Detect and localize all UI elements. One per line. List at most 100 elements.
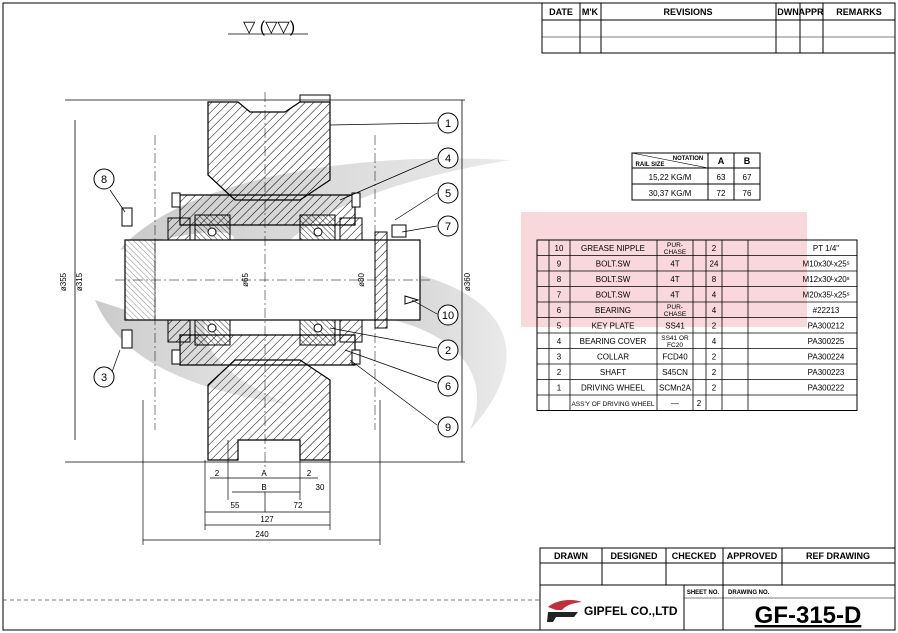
svg-text:6: 6 [445,381,451,393]
tb-ref-drawing: REF DRAWING [806,551,870,561]
dim-a: A [261,469,267,478]
revisions-table: DATE M'K REVISIONS DWN APPR REMARKS [541,2,896,54]
part-qty: 4 [712,337,717,346]
svg-text:7: 7 [445,221,451,233]
part-qty: 4 [712,290,717,299]
part-material-line2: CHASE [664,311,687,318]
tb-designed: DESIGNED [610,551,658,561]
part-name: ASS'Y OF DRIVING WHEEL [571,401,654,408]
dim-55: 55 [231,501,240,510]
part-name: BEARING [595,306,631,315]
tb-checked: CHECKED [672,551,717,561]
part-no: 10 [555,244,564,253]
rev-header-mk: M'K [582,7,599,17]
dim-2-left: 2 [215,469,220,478]
part-ref: PA300223 [808,368,845,377]
rev-header-remarks: REMARKS [836,7,882,17]
notation-col-a: A [718,156,725,166]
rev-header-date: DATE [549,7,573,17]
part-material: PUR- [667,304,683,311]
surface-finish-symbol: ▽ (▽▽) [243,19,295,36]
part-qty: 2 [712,321,717,330]
balloon-2: 2 [437,339,459,361]
part-material: PUR- [667,242,683,249]
svg-text:1: 1 [445,118,451,130]
dim-127: 127 [260,515,274,524]
parts-row: 6 BEARING PUR-CHASE 4 #22213 [557,304,840,318]
balloon-7: 7 [437,215,459,237]
part-no: 9 [557,259,562,268]
part-material: 4T [670,290,679,299]
part-ref: PA300224 [808,352,845,361]
dim-240: 240 [255,530,269,539]
part-no: 6 [557,306,562,315]
notation-b-1: 67 [743,173,752,182]
notation-a-2: 72 [717,189,726,198]
parts-list-frame [536,239,858,411]
part-qty: 2 [712,352,717,361]
part-no: 3 [557,352,562,361]
svg-text:2: 2 [445,345,451,357]
part-ref: M12x30ᴸx20ˢ [803,275,850,284]
part-name: GREASE NIPPLE [581,244,645,253]
part-ref: #22213 [813,306,840,315]
part-ref: PT 1/4" [813,244,839,253]
part-name: COLLAR [597,352,629,361]
dim-dia-355: ø355 [59,272,68,291]
svg-text:4: 4 [445,153,451,165]
balloon-5: 5 [437,182,459,204]
svg-text:9: 9 [445,422,451,434]
dim-dia-360: ø360 [463,272,472,291]
part-material: S45CN [662,368,688,377]
balloon-8: 8 [93,168,115,190]
rev-header-revisions: REVISIONS [663,7,712,17]
notation-table: NOTATION RAIL SIZE A B 15,22 KG/M 63 67 … [631,152,761,201]
part-no: 8 [557,275,562,284]
part-no: 2 [557,368,562,377]
notation-header: NOTATION [673,156,703,162]
part-no: 7 [557,290,562,299]
part-material-line2: FC20 [667,342,683,349]
part-name: KEY PLATE [592,321,635,330]
part-qty: 2 [712,368,717,377]
part-material: SS41 [665,321,685,330]
part-name: BOLT.SW [596,259,631,268]
rev-header-dwn: DWN [777,7,799,17]
part-material: — [671,399,679,408]
svg-text:3: 3 [101,372,107,384]
part-no: 1 [557,383,562,392]
tb-drawn: DRAWN [554,551,588,561]
tb-drawing-no: DRAWING NO. [728,590,770,596]
part-name: BOLT.SW [596,275,631,284]
wheel-assembly-section: ø355 ø315 ø360 ø65 ø80 2 A 2 B 30 55 72 … [59,92,472,545]
part-qty: 4 [712,306,717,315]
title-block: DRAWN DESIGNED CHECKED APPROVED REF DRAW… [539,547,896,631]
svg-text:10: 10 [442,310,454,322]
company-logo-icon [547,599,582,622]
part-ref: M20x35ᴸx25ˢ [803,290,850,299]
notation-b-2: 76 [743,189,752,198]
dim-dia-65: ø65 [241,273,250,287]
svg-text:5: 5 [445,188,451,200]
balloon-9: 9 [437,416,459,438]
part-ref: M10x30ᴸx25ˢ [803,259,850,268]
drawing-number: GF-315-D [755,602,862,629]
part-no: 4 [557,337,562,346]
notation-rail-2: 30,37 KG/M [649,189,692,198]
part-name: BEARING COVER [580,337,647,346]
dim-dia-315: ø315 [75,272,84,291]
notation-rail-1: 15,22 KG/M [649,173,692,182]
dim-30: 30 [316,483,325,492]
company-name: GIPFEL CO.,LTD [584,604,678,618]
tb-sheet-no: SHEET NO. [687,590,720,596]
